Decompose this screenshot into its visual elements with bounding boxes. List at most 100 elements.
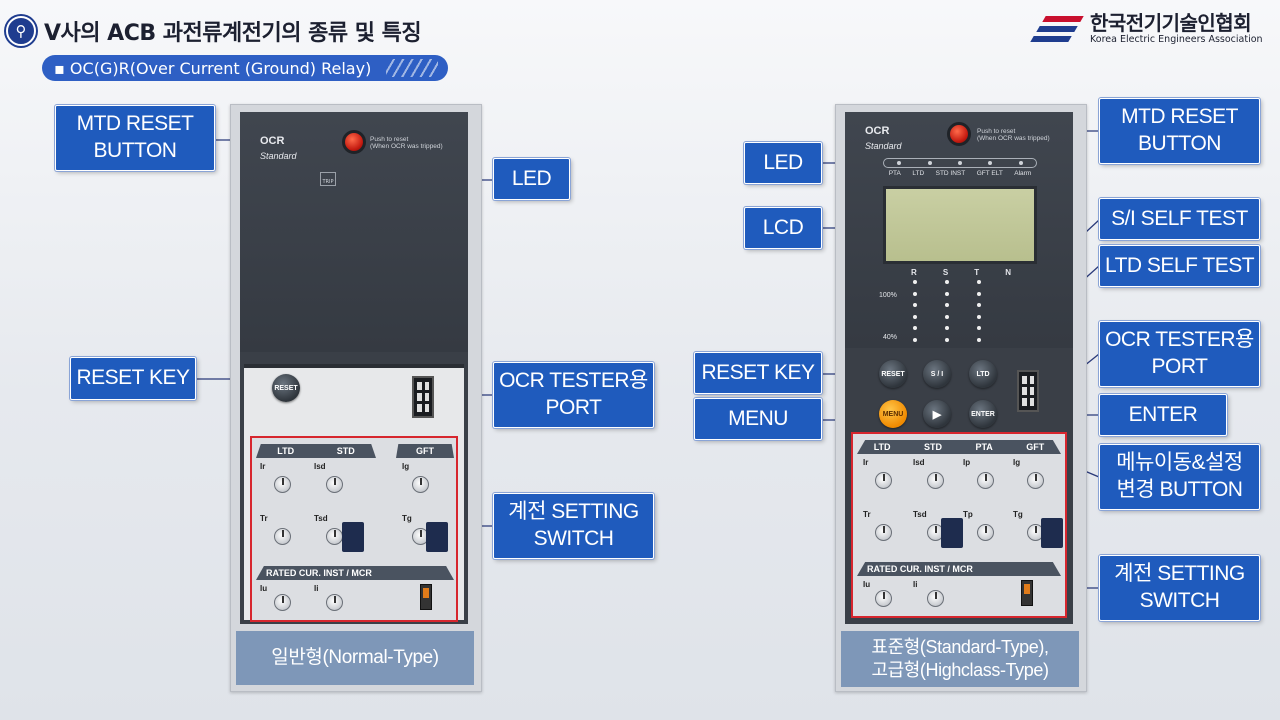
normal-tg-i2t-switch (426, 522, 448, 552)
hdr-gft: GFT (416, 446, 434, 456)
rated-header-text: RATED CUR. INST / MCR (867, 564, 973, 574)
standard-ocr-tester-port (1017, 370, 1039, 412)
enter-key[interactable]: ENTER (969, 400, 997, 428)
standard-dial-ip[interactable] (977, 472, 994, 489)
normal-dial-iu[interactable] (274, 594, 291, 611)
dial-label-tsd: Tsd (314, 514, 328, 523)
standard-mtd-reset-button[interactable] (947, 122, 971, 146)
callout-right-reset-key: RESET KEY (694, 352, 822, 394)
normal-dial-tr[interactable] (274, 528, 291, 545)
normal-dial-ig[interactable] (412, 476, 429, 493)
standard-lcd-screen (883, 186, 1037, 264)
dial-label-isd: Isd (913, 458, 925, 467)
dial-label-ig: Ig (402, 462, 410, 471)
dial-label-tg: Tg (1013, 510, 1023, 519)
pct-low: 40% (883, 334, 898, 341)
callout-right-si-self-test: S/I SELF TEST (1099, 198, 1260, 240)
standard-push-text: Push to reset (When OCR was tripped) (977, 128, 1050, 143)
hdr-pta: PTA (975, 442, 993, 452)
dial-label-ig: Ig (1013, 458, 1021, 467)
callout-right-setting-switch: 계전 SETTING SWITCH (1099, 555, 1260, 621)
normal-inst-mcr-switch[interactable] (420, 584, 432, 610)
normal-setting-header-ltd-std: LTD STD (256, 444, 376, 458)
normal-dial-ir[interactable] (274, 476, 291, 493)
normal-bottom-panel: RESET LTD STD GFT Ir Isd Ig Tr Tsd Tg (244, 364, 464, 622)
dial-label-tsd: Tsd (913, 510, 927, 519)
subtitle-pill: ▪ OC(G)R(Over Current (Ground) Relay) (42, 55, 448, 81)
standard-inst-mcr-switch[interactable] (1021, 580, 1033, 606)
callout-right-led: LED (744, 142, 822, 184)
logo-name-ko: 한국전기기술인협회 (1090, 11, 1252, 36)
ltd-self-test-key[interactable]: LTD (969, 360, 997, 388)
standard-reset-key[interactable]: RESET (879, 360, 907, 388)
callout-left-reset-key: RESET KEY (70, 357, 196, 400)
normal-mtd-reset-button[interactable] (342, 130, 366, 154)
dial-label-ir: Ir (863, 458, 869, 467)
menu-key[interactable]: MENU (879, 400, 907, 428)
page-title: V사의 ACB 과전류계전기의 종류 및 특징 (44, 21, 422, 46)
led-gft-elt: GFT ELT (976, 170, 1003, 177)
led-pta: PTA (888, 170, 901, 177)
normal-setting-header-gft: GFT (396, 444, 454, 458)
normal-type-caption: 일반형(Normal-Type) (236, 631, 474, 685)
standard-top-panel: OCR Standard Push to reset (When OCR was… (845, 112, 1073, 348)
standard-setting-header: LTD STD PTA GFT (857, 440, 1061, 454)
callout-left-setting-switch: 계전 SETTING SWITCH (493, 493, 654, 559)
hdr-std: STD (336, 446, 355, 456)
standard-dial-ii[interactable] (927, 590, 944, 607)
callout-right-lcd: LCD (744, 207, 822, 249)
dial-label-iu: Iu (260, 584, 268, 593)
dial-label-tr: Tr (863, 510, 871, 519)
callout-left-ocr-port: OCR TESTER용 PORT (493, 362, 654, 428)
normal-tsd-i2t-switch (342, 522, 364, 552)
standard-bottom-panel: RESET S / I LTD MENU ▶ ENTER LTD STD PTA… (849, 354, 1069, 620)
standard-dial-ir[interactable] (875, 472, 892, 489)
standard-dial-isd[interactable] (927, 472, 944, 489)
callout-right-menu-move: 메뉴이동&설정 변경 BUTTON (1099, 444, 1260, 510)
subtitle-text: ▪ OC(G)R(Over Current (Ground) Relay) (54, 58, 372, 78)
callout-right-ltd-self-test: LTD SELF TEST (1099, 245, 1260, 287)
kea-logo: 한국전기기술인협회 Korea Electric Engineers Assoc… (1030, 11, 1263, 46)
standard-brand-title: OCR (865, 125, 890, 137)
dial-label-tg: Tg (402, 514, 412, 523)
standard-dial-ig[interactable] (1027, 472, 1044, 489)
standard-led-strip (883, 158, 1037, 168)
normal-type-ocr-device: OCR Standard Push to reset (When OCR was… (240, 112, 468, 624)
normal-dial-isd[interactable] (326, 476, 343, 493)
standard-setting-switch-box: LTD STD PTA GFT Ir Isd Ip Ig Tr Tsd Tp T… (851, 432, 1067, 618)
normal-brand-title: OCR (260, 135, 285, 147)
hdr-ltd: LTD (873, 442, 891, 452)
standard-type-ocr-device: OCR Standard Push to reset (When OCR was… (845, 112, 1073, 624)
standard-tsd-i2t-switch (941, 518, 963, 548)
dial-label-tp: Tp (963, 510, 973, 519)
normal-dial-tsd[interactable] (326, 528, 343, 545)
menu-move-play-key[interactable]: ▶ (923, 400, 951, 428)
phase-n: N (1005, 268, 1011, 277)
normal-push-text: Push to reset (When OCR was tripped) (370, 136, 443, 151)
led-alarm: Alarm (1014, 170, 1032, 177)
standard-brand: OCR Standard (865, 126, 902, 153)
standard-led-names: PTA LTD STD INST GFT ELT Alarm (883, 170, 1037, 177)
normal-reset-key[interactable]: RESET (272, 374, 300, 402)
si-self-test-key[interactable]: S / I (923, 360, 951, 388)
pct-high: 100% (879, 292, 897, 299)
standard-dial-tr[interactable] (875, 524, 892, 541)
standard-brand-sub: Standard (865, 141, 902, 151)
standard-tg-i2t-switch (1041, 518, 1063, 548)
bargraph-r (909, 280, 921, 342)
trip-label: TRIP (322, 179, 334, 185)
normal-dial-ii[interactable] (326, 594, 343, 611)
standard-dial-tp[interactable] (977, 524, 994, 541)
dial-label-ii: Ii (913, 580, 918, 589)
callout-right-enter: ENTER (1099, 394, 1227, 436)
led-ltd: LTD (912, 170, 925, 177)
phase-s: S (942, 268, 949, 277)
decorative-stripes (386, 59, 438, 77)
normal-brand: OCR Standard (260, 136, 297, 163)
normal-brand-sub: Standard (260, 151, 297, 161)
bargraph-s (941, 280, 953, 342)
standard-dial-iu[interactable] (875, 590, 892, 607)
logo-name-en: Korea Electric Engineers Association (1090, 34, 1263, 46)
normal-top-panel: OCR Standard Push to reset (When OCR was… (240, 112, 468, 352)
hdr-gft: GFT (1026, 442, 1045, 452)
